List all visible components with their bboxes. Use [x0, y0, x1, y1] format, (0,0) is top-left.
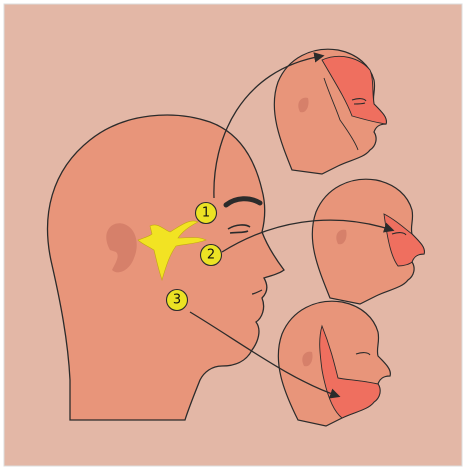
marker-2: 2: [201, 245, 222, 266]
marker-3: 3: [167, 290, 188, 311]
marker-1: 1: [196, 203, 217, 224]
marker-3-label: 3: [173, 293, 181, 308]
marker-1-label: 1: [202, 206, 210, 221]
marker-2-label: 2: [207, 248, 215, 263]
